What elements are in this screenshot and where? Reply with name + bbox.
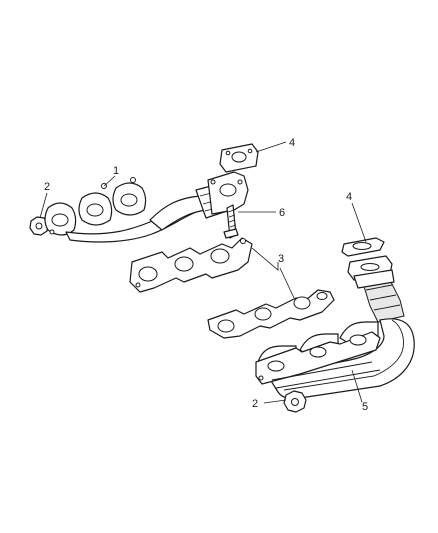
leader-4-right xyxy=(351,202,367,243)
leader-1 xyxy=(103,175,116,187)
callout-5: 5 xyxy=(362,401,368,413)
nut-upper xyxy=(29,216,49,236)
callout-6: 6 xyxy=(279,207,285,219)
callout-4-right: 4 xyxy=(346,191,352,203)
leader-5 xyxy=(351,369,363,403)
right-exhaust-manifold xyxy=(255,255,415,400)
callout-2-bottom: 2 xyxy=(252,398,258,410)
gasket-right xyxy=(341,237,385,257)
nut-lower xyxy=(283,390,307,413)
leader-3-lower xyxy=(279,267,295,299)
gasket-top xyxy=(219,143,259,173)
leader-2-top xyxy=(39,192,48,219)
callout-3: 3 xyxy=(278,253,284,265)
leader-2-bottom xyxy=(263,399,287,404)
stud-bolt xyxy=(223,204,239,239)
callout-2-top: 2 xyxy=(44,181,50,193)
leader-4-top xyxy=(255,141,287,153)
callout-4-top: 4 xyxy=(289,137,295,149)
left-exhaust-manifold xyxy=(44,171,249,243)
leader-3 xyxy=(251,247,279,271)
left-manifold-gasket xyxy=(129,237,253,293)
right-manifold-gasket xyxy=(207,289,335,339)
callout-1: 1 xyxy=(113,165,119,177)
